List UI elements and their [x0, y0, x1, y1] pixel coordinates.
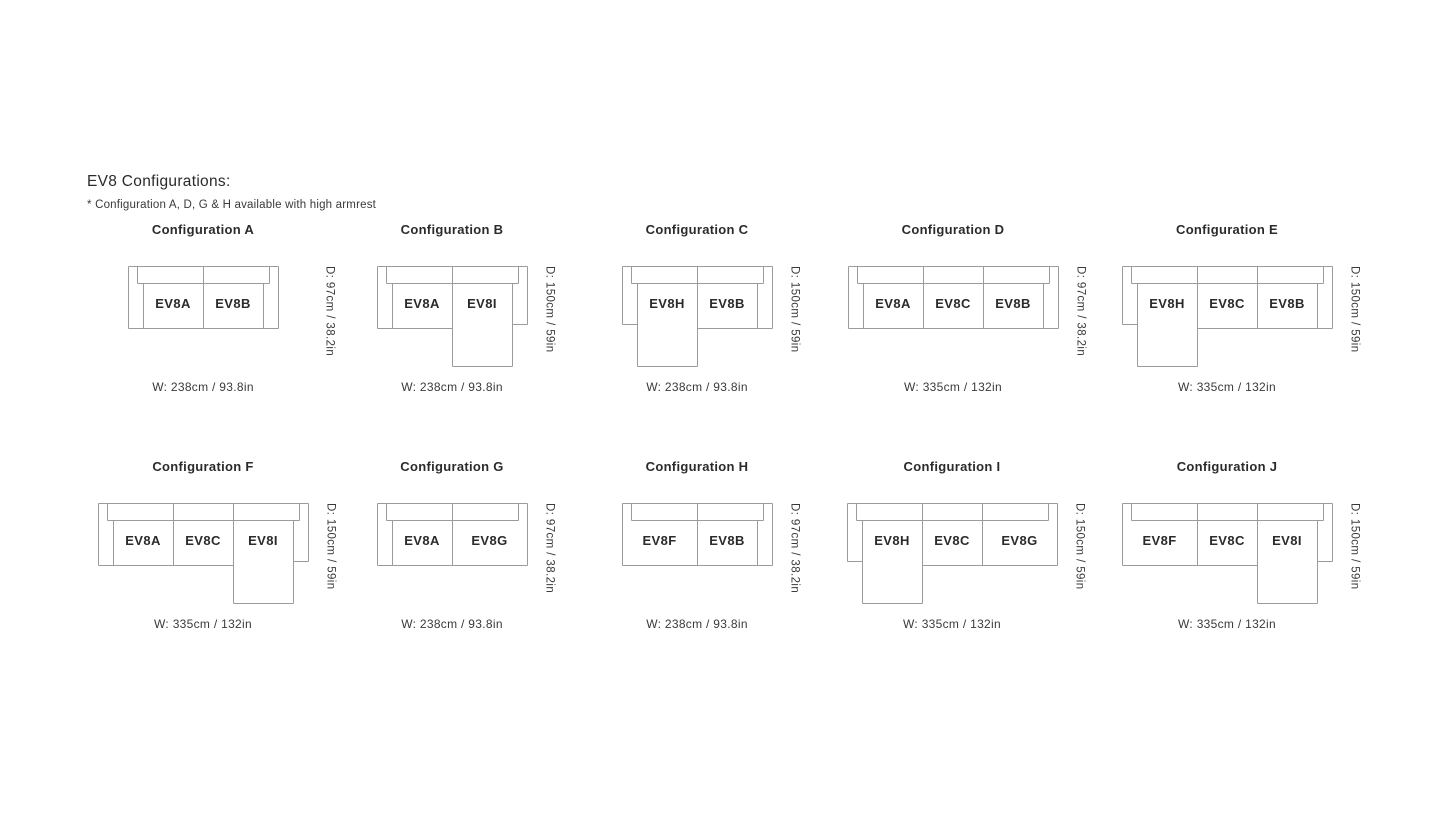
module-label: EV8A: [125, 533, 161, 548]
width-dimension-label: W: 238cm / 93.8in: [646, 380, 748, 394]
module-label: EV8G: [471, 533, 507, 548]
high-armrest-note: * Configuration A, D, G & H available wi…: [87, 199, 377, 211]
module-label: EV8A: [875, 296, 911, 311]
width-dimension-label: W: 238cm / 93.8in: [401, 380, 503, 394]
module-label: EV8H: [1149, 296, 1185, 311]
sofa-diagram: EV8H EV8C EV8G: [847, 503, 1058, 604]
depth-dimension-label: D: 97cm / 38.2in: [323, 266, 336, 357]
sofa-outline: [1122, 503, 1333, 604]
module-label: EV8B: [709, 296, 745, 311]
depth-dimension-label: D: 150cm / 59in: [1348, 503, 1361, 590]
width-dimension-label: W: 238cm / 93.8in: [152, 380, 254, 394]
module-label: EV8B: [215, 296, 251, 311]
sofa-diagram: EV8H EV8B: [622, 266, 773, 367]
module-label: EV8C: [1209, 533, 1245, 548]
config-title: Configuration G: [400, 459, 504, 474]
sofa-diagram: EV8F EV8B: [622, 503, 773, 566]
config-title: Configuration C: [645, 222, 749, 237]
sofa-outline: [98, 503, 309, 604]
width-dimension-label: W: 335cm / 132in: [1178, 380, 1276, 394]
module-label: EV8C: [1209, 296, 1245, 311]
depth-dimension-label: D: 97cm / 38.2in: [788, 503, 801, 594]
sofa-outline: [1122, 266, 1333, 367]
depth-dimension-label: D: 97cm / 38.2in: [543, 503, 556, 594]
sofa-outline: [848, 266, 1059, 329]
module-label: EV8A: [404, 296, 440, 311]
sofa-outline: [377, 266, 528, 367]
width-dimension-label: W: 335cm / 132in: [903, 617, 1001, 631]
config-title: Configuration D: [901, 222, 1005, 237]
sofa-outline: [128, 266, 279, 329]
sofa-diagram: EV8A EV8C EV8I: [98, 503, 309, 604]
config-title: Configuration I: [903, 459, 1001, 474]
module-label: EV8I: [248, 533, 278, 548]
module-label: EV8C: [935, 296, 971, 311]
depth-dimension-label: D: 150cm / 59in: [1348, 266, 1361, 353]
depth-dimension-label: D: 97cm / 38.2in: [1074, 266, 1087, 357]
module-label: EV8B: [995, 296, 1031, 311]
sofa-diagram: EV8A EV8C EV8B: [848, 266, 1059, 329]
module-label: EV8A: [404, 533, 440, 548]
width-dimension-label: W: 335cm / 132in: [154, 617, 252, 631]
module-label: EV8G: [1001, 533, 1037, 548]
sofa-diagram: EV8A EV8G: [377, 503, 528, 566]
sofa-outline: [847, 503, 1058, 604]
width-dimension-label: W: 238cm / 93.8in: [401, 617, 503, 631]
depth-dimension-label: D: 150cm / 59in: [324, 503, 337, 590]
width-dimension-label: W: 335cm / 132in: [904, 380, 1002, 394]
config-title: Configuration H: [645, 459, 749, 474]
sofa-diagram: EV8A EV8B: [128, 266, 279, 329]
module-label: EV8B: [1269, 296, 1305, 311]
module-label: EV8I: [467, 296, 497, 311]
width-dimension-label: W: 335cm / 132in: [1178, 617, 1276, 631]
sofa-diagram: EV8F EV8C EV8I: [1122, 503, 1333, 604]
config-title: Configuration F: [152, 459, 254, 474]
page-heading: EV8 Configurations:: [87, 173, 231, 190]
module-label: EV8H: [649, 296, 685, 311]
module-label: EV8C: [934, 533, 970, 548]
module-label: EV8F: [642, 533, 676, 548]
module-label: EV8C: [185, 533, 221, 548]
sofa-diagram: EV8A EV8I: [377, 266, 528, 367]
sofa-diagram: EV8H EV8C EV8B: [1122, 266, 1333, 367]
width-dimension-label: W: 238cm / 93.8in: [646, 617, 748, 631]
depth-dimension-label: D: 150cm / 59in: [788, 266, 801, 353]
depth-dimension-label: D: 150cm / 59in: [543, 266, 556, 353]
sofa-outline: [377, 503, 528, 566]
module-label: EV8B: [709, 533, 745, 548]
config-title: Configuration B: [400, 222, 504, 237]
config-title: Configuration E: [1176, 222, 1278, 237]
module-label: EV8I: [1272, 533, 1302, 548]
config-title: Configuration A: [151, 222, 255, 237]
module-label: EV8A: [155, 296, 191, 311]
config-title: Configuration J: [1176, 459, 1278, 474]
sofa-outline: [622, 266, 773, 367]
module-label: EV8F: [1142, 533, 1176, 548]
depth-dimension-label: D: 150cm / 59in: [1073, 503, 1086, 590]
sofa-outline: [622, 503, 773, 566]
module-label: EV8H: [874, 533, 910, 548]
